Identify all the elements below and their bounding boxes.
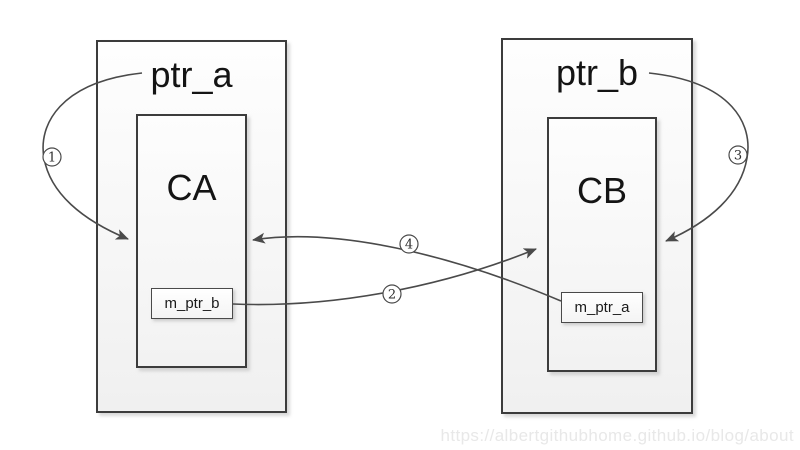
class-ca-label: CA xyxy=(166,167,217,208)
step-badge-2-number: 2 xyxy=(388,288,396,303)
class-cb-box xyxy=(547,117,657,372)
watermark-url: https://albertgithubhome.github.io/blog/… xyxy=(440,426,794,445)
member-m-ptr-b-label: m_ptr_b xyxy=(164,295,220,312)
member-m-ptr-b-box: m_ptr_b xyxy=(151,288,233,319)
step-badge-4-number: 4 xyxy=(405,238,413,253)
step-badge-1: 1 xyxy=(42,147,62,167)
ptr-a-label: ptr_a xyxy=(150,54,233,95)
step-badge-3: 3 xyxy=(728,145,748,165)
member-m-ptr-a-box: m_ptr_a xyxy=(561,292,643,323)
step-badge-1-circle xyxy=(42,147,62,167)
member-m-ptr-a-label: m_ptr_a xyxy=(574,299,630,316)
step-badge-2-circle xyxy=(382,284,402,304)
ptr-b-label: ptr_b xyxy=(555,52,639,93)
step-badge-4: 4 xyxy=(399,234,419,254)
class-ca-box xyxy=(136,114,247,368)
step-badge-2: 2 xyxy=(382,284,402,304)
class-cb-label: CB xyxy=(576,170,627,211)
step-badge-3-number: 3 xyxy=(734,149,742,164)
step-badge-4-circle xyxy=(399,234,419,254)
step-badge-1-number: 1 xyxy=(48,151,56,166)
step-badge-3-circle xyxy=(728,145,748,165)
